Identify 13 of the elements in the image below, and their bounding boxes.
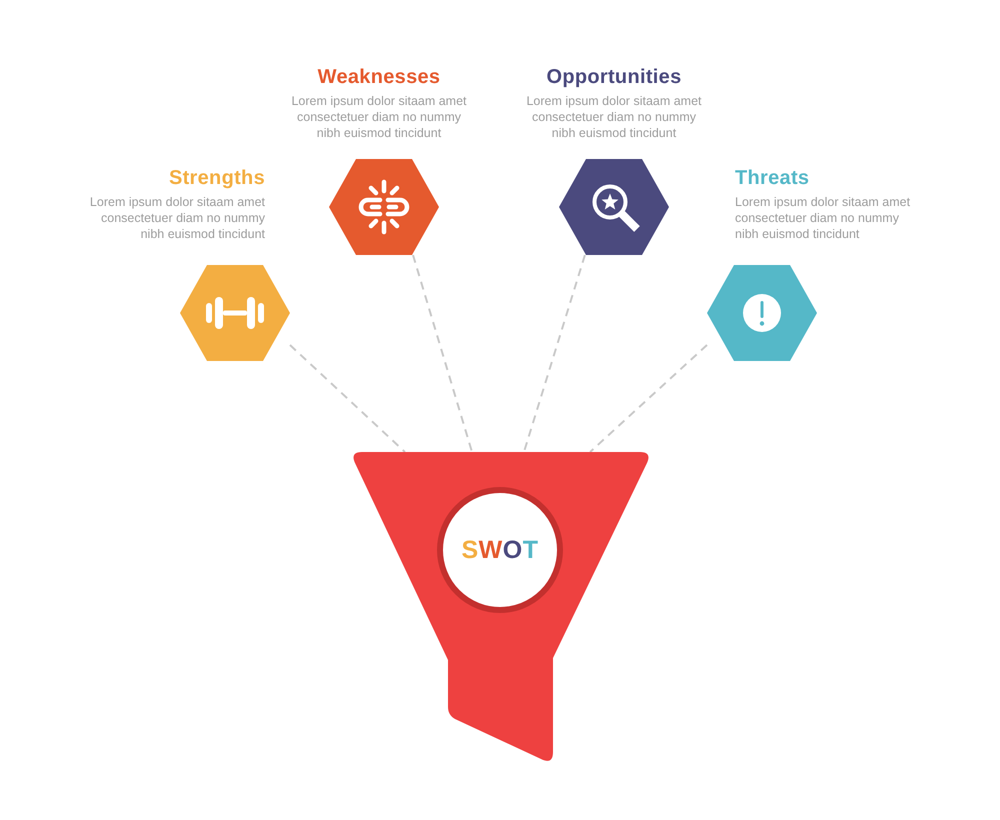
- swot-label: SWOT: [461, 535, 539, 565]
- section-heading: Strengths: [168, 166, 265, 190]
- dashed-connector: [289, 344, 406, 453]
- dashed-connector: [412, 254, 473, 452]
- section-heading: Opportunities: [546, 65, 682, 89]
- description-text: Lorem ipsum dolor sitaam amet consectetuer diam no nummy nibh euismod tincidunt: [290, 93, 468, 141]
- description-text: Lorem ipsum dolor sitaam amet consectetuer diam no nummy nibh euismod tincidunt: [88, 194, 265, 242]
- dashed-connector: [589, 344, 708, 453]
- section-heading: Threats: [735, 166, 810, 190]
- dashed-connector: [523, 254, 586, 452]
- description-text: Lorem ipsum dolor sitaam amet consectetuer diam no nummy nibh euismod tincidunt: [525, 93, 703, 141]
- section-heading: Weaknesses: [318, 65, 440, 89]
- description-text: Lorem ipsum dolor sitaam amet consectetuer diam no nummy nibh euismod tincidunt: [735, 194, 912, 242]
